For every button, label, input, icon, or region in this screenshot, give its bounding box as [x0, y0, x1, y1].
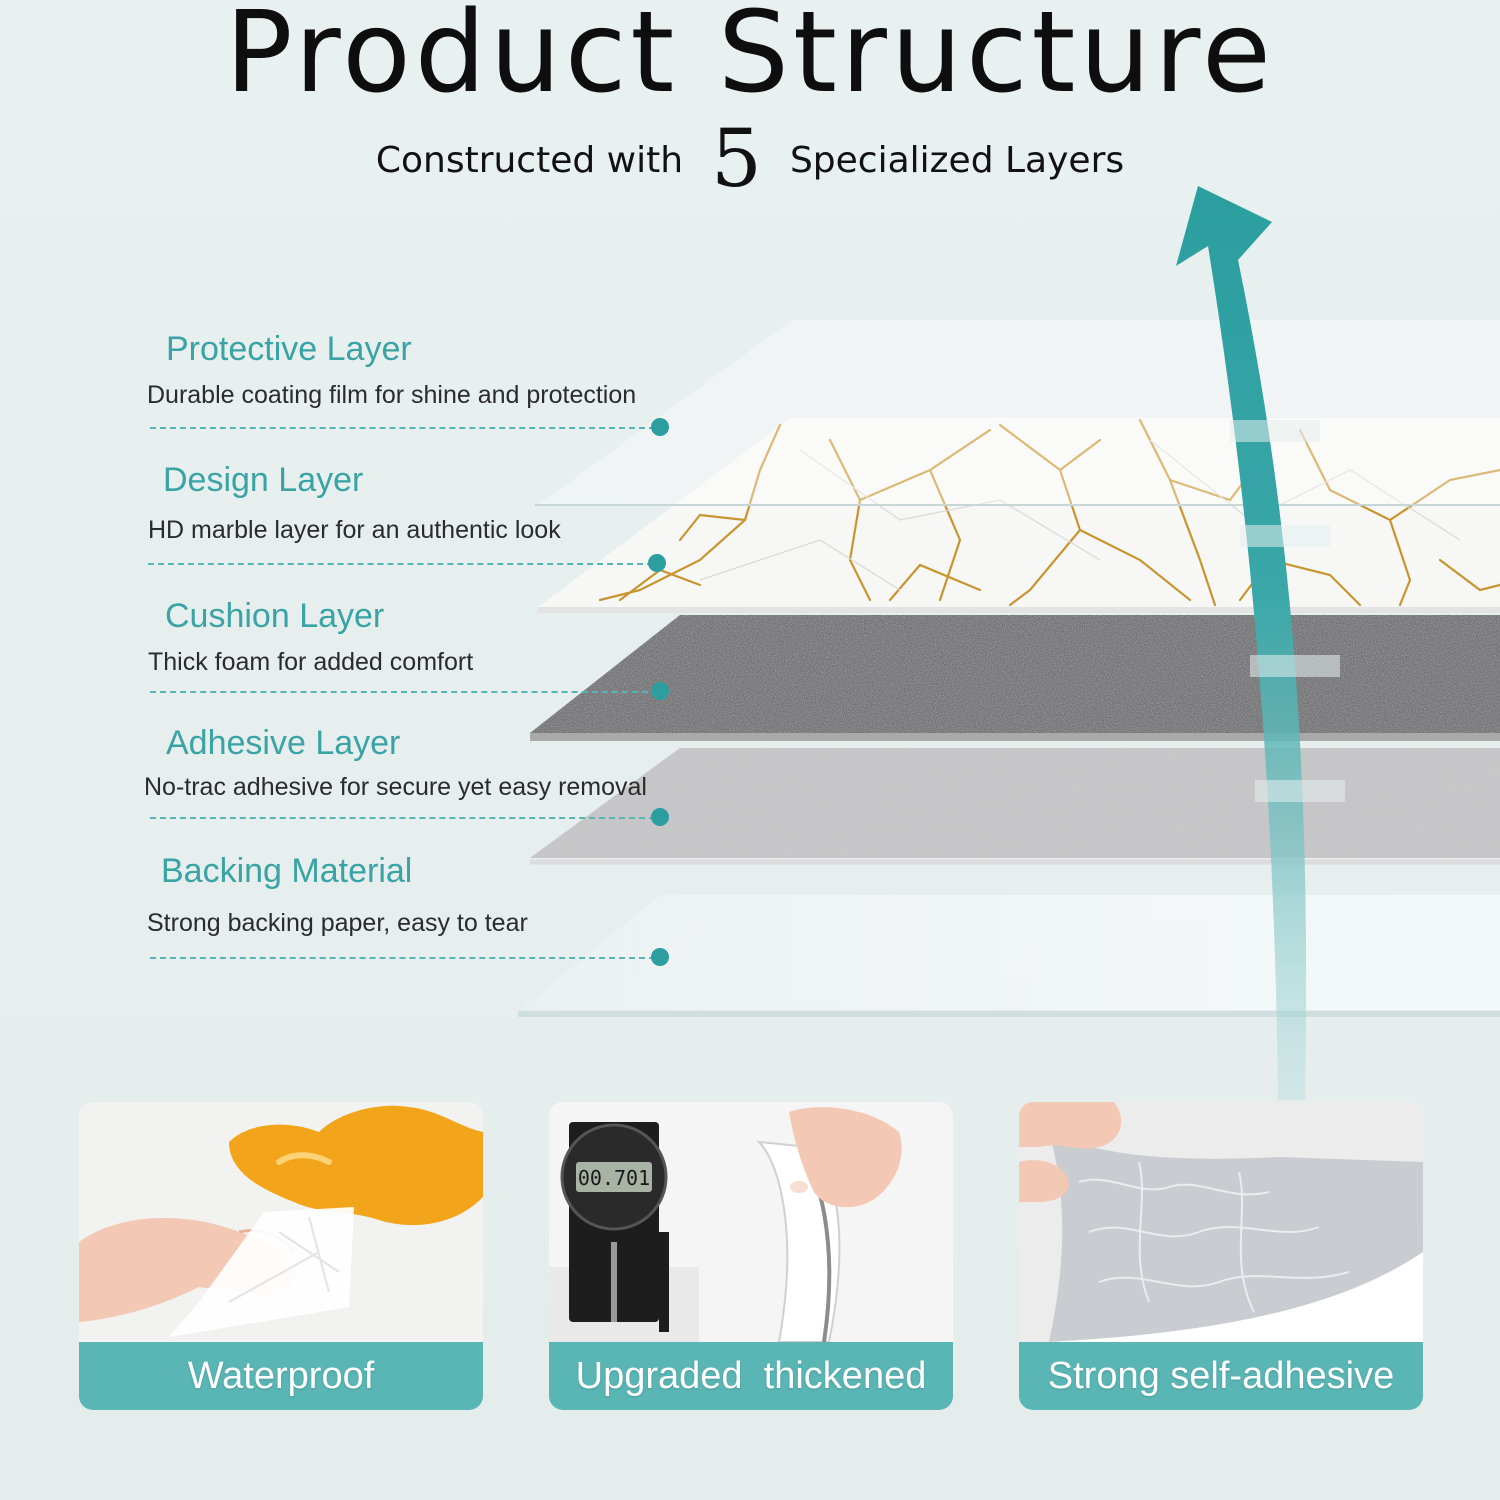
- upward-arrow-icon: [1176, 186, 1345, 1100]
- leader-line-design: [148, 563, 653, 565]
- leader-dot-protective: [651, 418, 669, 436]
- layer-name-backing: Backing Material: [161, 852, 413, 890]
- feature-label-waterproof: Waterproof: [187, 1354, 375, 1397]
- leader-line-adhesive: [150, 817, 655, 819]
- feature-band-self-adhesive: Strong self-adhesive: [1019, 1342, 1423, 1410]
- layer-desc-design: HD marble layer for an authentic look: [148, 516, 561, 544]
- page-subtitle: Constructed with 5 Specialized Layers: [0, 112, 1500, 205]
- feature-card-thickened: 00.701 Upgraded thickened: [549, 1102, 953, 1410]
- leader-line-protective: [150, 427, 655, 429]
- feature-label-self-adhesive: Strong self-adhesive: [1047, 1354, 1395, 1397]
- feature-card-self-adhesive: Strong self-adhesive: [1019, 1102, 1423, 1410]
- feature-band-thickened: Upgraded thickened: [549, 1342, 953, 1410]
- gauge-readout: 00.701: [578, 1166, 650, 1190]
- leader-dot-cushion: [651, 682, 669, 700]
- backing-material-sheet: [518, 895, 1500, 1017]
- adhesive-layer-sheet: [530, 748, 1500, 865]
- thickness-illustration: 00.701: [549, 1102, 953, 1342]
- subtitle-tail: Specialized Layers: [789, 140, 1125, 181]
- protective-layer-sheet: [535, 320, 1500, 506]
- subtitle-lead: Constructed with: [375, 140, 684, 181]
- leader-line-backing: [150, 957, 655, 959]
- layer-desc-adhesive: No-trac adhesive for secure yet easy rem…: [144, 773, 647, 801]
- layer-name-adhesive: Adhesive Layer: [166, 724, 401, 762]
- layer-desc-cushion: Thick foam for added comfort: [148, 648, 474, 676]
- leader-line-cushion: [150, 691, 658, 693]
- layer-desc-protective: Durable coating film for shine and prote…: [147, 381, 637, 409]
- layer-stack-illustration: [518, 186, 1500, 1100]
- waterproof-illustration: [79, 1102, 483, 1342]
- layer-name-design: Design Layer: [163, 461, 364, 499]
- leader-dot-design: [648, 554, 666, 572]
- layer-count: 5: [711, 112, 762, 205]
- self-adhesive-illustration: [1019, 1102, 1423, 1342]
- feature-band-waterproof: Waterproof: [79, 1342, 483, 1410]
- leader-dot-adhesive: [651, 808, 669, 826]
- leader-dot-backing: [651, 948, 669, 966]
- feature-card-waterproof: Waterproof: [79, 1102, 483, 1410]
- feature-label-thickened: Upgraded thickened: [575, 1354, 927, 1397]
- layer-name-protective: Protective Layer: [166, 330, 412, 368]
- cushion-layer-sheet: [530, 615, 1500, 741]
- layer-desc-backing: Strong backing paper, easy to tear: [147, 909, 528, 937]
- page-title: Product Structure: [225, 0, 1275, 118]
- layer-name-cushion: Cushion Layer: [165, 597, 385, 635]
